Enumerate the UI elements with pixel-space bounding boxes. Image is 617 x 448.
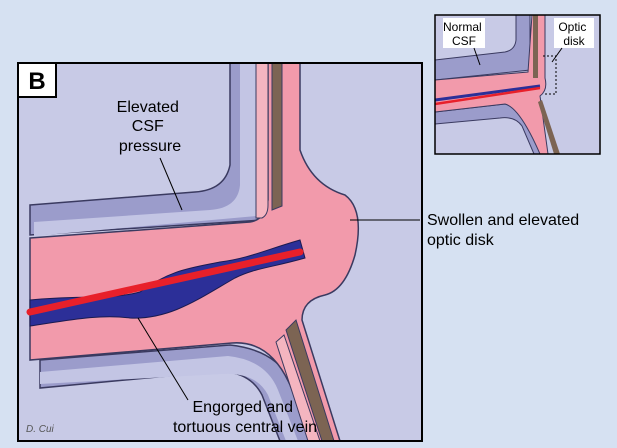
swollen-disk-line-1: Swollen and elevated [427, 212, 579, 229]
elevated-csf-line-1: Elevated [117, 99, 179, 116]
main-panel: B D. Cui Elevated CSF pressure Engorged … [18, 40, 422, 441]
engorged-vein-line-1: Engorged and [193, 399, 294, 416]
elevated-csf-line-3: pressure [119, 138, 181, 155]
upper-retina-pink [256, 40, 268, 218]
inset-normal-csf-line-1: Normal [443, 20, 482, 34]
inset-normal-csf-line-2: CSF [452, 34, 476, 48]
inset-panel: Normal CSF Optic disk [435, 15, 600, 154]
engorged-vein-line-2: tortuous central vein [173, 419, 317, 436]
swollen-disk-line-2: optic disk [427, 232, 495, 249]
upper-retina-brown [272, 40, 282, 210]
inset-optic-disk-line-1: Optic [558, 20, 586, 34]
swollen-disk-label: Swollen and elevated optic disk [427, 212, 584, 249]
elevated-csf-line-2: CSF [132, 118, 164, 135]
inset-optic-disk-line-2: disk [563, 34, 585, 48]
panel-letter: B [28, 68, 45, 95]
inset-upper-retina-brown [533, 15, 538, 78]
artist-signature: D. Cui [26, 424, 55, 435]
